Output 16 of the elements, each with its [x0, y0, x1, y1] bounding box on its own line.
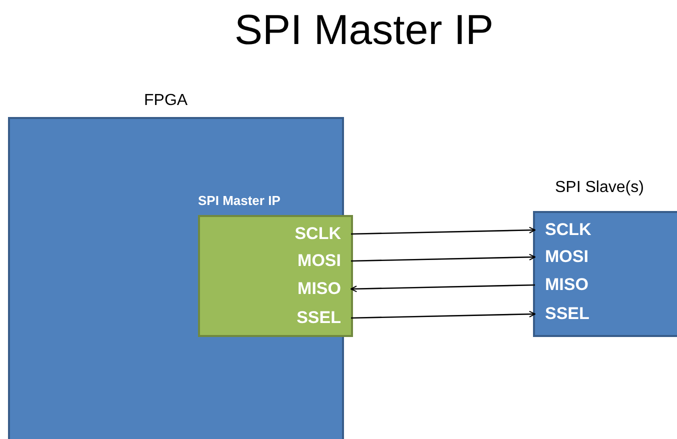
pin-label: MISO	[535, 272, 677, 298]
pin-label: SCLK	[535, 217, 677, 243]
signal-arrow	[350, 254, 536, 262]
pin-label: SSEL	[535, 301, 677, 327]
pin-label: MISO	[200, 276, 351, 302]
signal-arrow	[350, 310, 536, 319]
block-heading: FPGA	[144, 92, 188, 110]
signal-arrow	[350, 226, 536, 235]
signal-arrow	[350, 284, 536, 292]
block-heading: SPI Slave(s)	[555, 179, 644, 197]
pin-label: MOSI	[535, 244, 677, 270]
diagram-title: SPI Master IP	[233, 6, 495, 54]
pin-label: SSEL	[200, 305, 351, 331]
pin-label: MOSI	[200, 248, 351, 274]
pin-label: SCLK	[200, 221, 351, 247]
block-heading: SPI Master IP	[198, 193, 280, 208]
